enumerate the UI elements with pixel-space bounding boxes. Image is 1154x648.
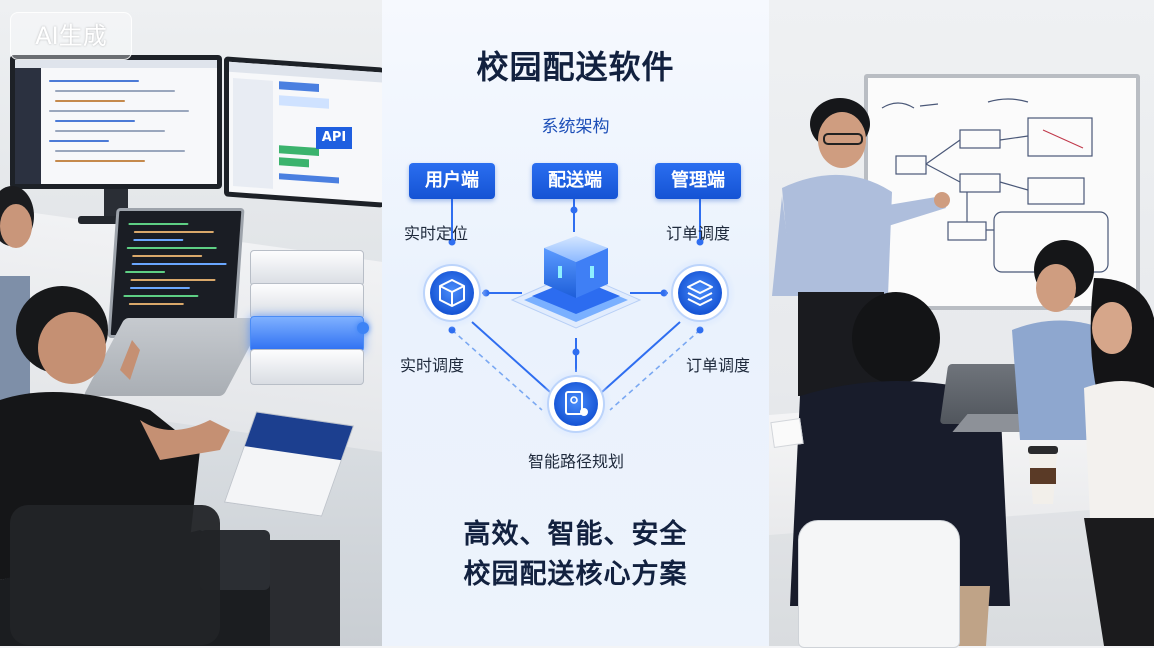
left-photo-panel: API [0,0,382,646]
layers-icon [664,257,736,329]
label-order-dispatch-mid: 订单调度 [686,356,751,375]
connector-dot [448,238,456,246]
server-unit [250,283,364,319]
label-order-dispatch-top: 订单调度 [666,224,731,243]
ide-sidebar [15,60,41,184]
main-title: 校园配送软件 [476,48,675,86]
office-chair [10,505,220,645]
architecture-panel: 校园配送软件 系统架构 用户端 配送端 管理端 实时定位 订单调度 实时调度 订… [382,0,769,646]
server-unit [250,349,364,385]
label-realtime-location: 实时定位 [404,224,469,243]
label-realtime-dispatch: 实时调度 [400,356,465,375]
ide-toolbar [15,60,217,68]
connector-dot [570,206,578,214]
monitor-left [10,55,222,189]
connector-dot [696,238,704,246]
connection-dot [357,322,369,334]
role-admin-client: 管理端 [655,163,741,199]
person-far-right [1084,278,1154,646]
server-unit-highlighted [250,316,364,352]
api-tag: API [316,127,352,149]
label-smart-route: 智能路径规划 [528,452,625,471]
box-icon [416,257,488,329]
ai-generated-badge: AI生成 [10,12,132,60]
monitor-left-screen [15,60,217,184]
footer-tagline: 高效、智能、安全 [463,519,688,550]
coffee-cup [1028,446,1058,504]
architecture-subtitle: 系统架构 [541,117,610,137]
role-user-client: 用户端 [409,163,495,199]
footer-solution: 校园配送核心方案 [463,559,688,590]
role-delivery-client: 配送端 [532,163,618,199]
architecture-diagram [416,199,736,440]
monitor-right-screen [229,61,382,203]
server-icon [510,236,642,329]
pc-tower [270,540,340,646]
paper-sheet [770,418,804,448]
route-icon [540,368,612,440]
monitor-right [224,56,382,208]
white-chair [798,520,960,648]
